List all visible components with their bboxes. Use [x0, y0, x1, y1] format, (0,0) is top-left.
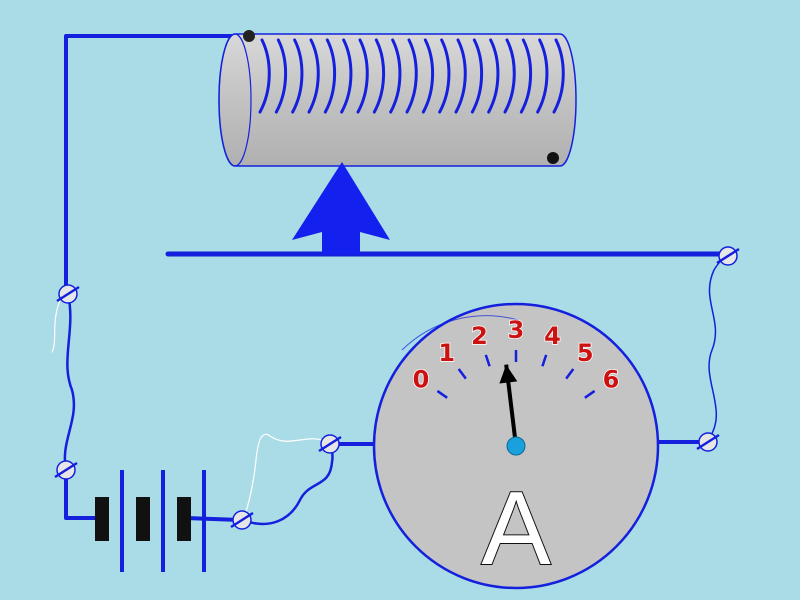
coil-terminal-bottom — [547, 152, 559, 164]
battery-cell-2-negative — [136, 497, 150, 541]
ammeter-scale-arc — [401, 315, 519, 351]
coil-turn — [389, 38, 402, 114]
wire-left-top — [64, 34, 250, 296]
coil-turn — [438, 38, 451, 114]
coil-turn — [503, 38, 516, 114]
scale-tick — [436, 389, 448, 399]
wire-battery-out — [184, 516, 242, 522]
screw-slot — [318, 435, 342, 453]
wire-white-strand — [243, 433, 331, 519]
coil-turn — [454, 38, 467, 114]
wire-left-flex — [63, 292, 76, 472]
scale-label: 6 — [603, 365, 620, 393]
battery-cell-1-negative — [95, 497, 109, 541]
coil-turn — [519, 38, 533, 114]
coil-turn — [552, 38, 565, 114]
solenoid-coil — [218, 30, 577, 167]
coil-turn — [258, 38, 271, 114]
coil-turn — [487, 38, 500, 114]
coil-windings — [258, 38, 565, 114]
coil-left-end — [218, 33, 252, 167]
coil-turn — [291, 38, 304, 114]
coil-turn — [372, 38, 386, 114]
wire-to-battery — [64, 468, 98, 520]
coil-turn — [323, 38, 337, 114]
wire-left-stub — [51, 295, 63, 353]
coil-turn — [307, 38, 320, 114]
screw-slot — [54, 461, 78, 479]
screw-slot — [230, 511, 254, 529]
coil-turn — [356, 38, 369, 114]
screw-slot — [696, 433, 720, 451]
coil-turn — [421, 38, 435, 114]
ammeter-needle — [499, 364, 518, 447]
scale-label: 1 — [438, 339, 455, 367]
needle-head — [499, 364, 518, 384]
coil-turn — [536, 38, 549, 114]
screw-slot — [716, 247, 740, 265]
scale-label: 4 — [544, 322, 561, 350]
battery — [95, 470, 206, 572]
coil-terminal-top — [243, 30, 255, 42]
scale-tick — [565, 368, 575, 380]
scale-tick — [584, 389, 596, 399]
slider-contact-arrow — [292, 162, 390, 254]
scale-tick — [484, 354, 491, 367]
terminals — [54, 246, 740, 530]
coil-turn — [274, 38, 288, 114]
up-arrow-icon — [292, 162, 390, 254]
scale-label: 0 — [413, 365, 430, 393]
needle-pivot — [506, 436, 526, 456]
battery-cell-3-negative — [177, 497, 191, 541]
ammeter-symbol: A — [481, 471, 551, 587]
scale-label: 5 — [577, 339, 594, 367]
coil-turn — [340, 38, 353, 114]
coil-turn — [470, 38, 484, 114]
scale-tick — [541, 354, 548, 367]
scale-label: 2 — [471, 322, 488, 350]
scale-tick — [457, 368, 467, 380]
coil-turn — [405, 38, 418, 114]
scale-label: 3 — [508, 316, 525, 344]
screw-slot — [56, 285, 80, 303]
